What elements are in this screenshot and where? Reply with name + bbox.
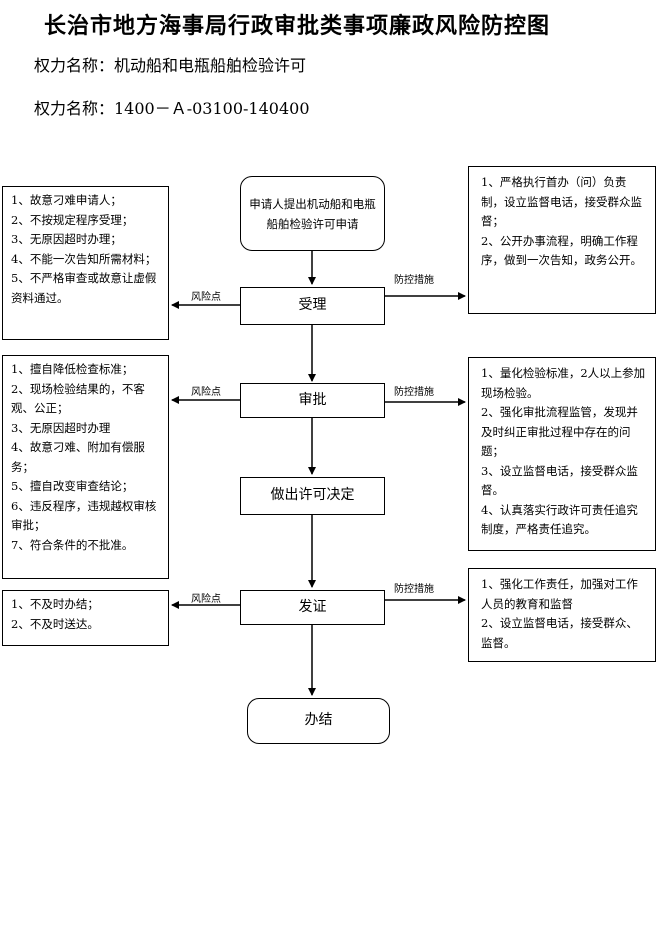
risk-label-issue: 风险点 [191,594,221,605]
flow-decision-node: 做出许可决定 [240,477,385,515]
risk-item: 5、擅自改变审查结论； [11,479,134,493]
control-item: 1、量化检验标准，2人以上参加现场检验。 [481,366,646,400]
control-item: 1、强化工作责任，加强对工作人员的教育和监督 [481,577,638,611]
risk-box-approve: 1、擅自降低检查标准； 2、现场检验结果的，不客观、公正； 3、无原因超时办理 … [2,355,169,579]
risk-item: 2、现场检验结果的，不客观、公正； [11,381,145,416]
risk-box-issue: 1、不及时办结； 2、不及时送达。 [2,590,169,646]
control-box-accept: 1、严格执行首办（问）负责制，设立监督电话，接受群众监督； 2、公开办事流程，明… [468,166,656,314]
risk-item: 1、故意刁难申请人； [11,193,122,207]
control-box-approve: 1、量化检验标准，2人以上参加现场检验。 2、强化审批流程监管，发现并及时纠正审… [468,357,656,551]
control-item: 2、设立监督电话，接受群众、监督。 [481,616,638,650]
risk-box-accept: 1、故意刁难申请人； 2、不按规定程序受理； 3、无原因超时办理； 4、不能一次… [2,186,169,340]
control-box-issue: 1、强化工作责任，加强对工作人员的教育和监督 2、设立监督电话，接受群众、监督。 [468,568,656,662]
control-item: 1、严格执行首办（问）负责制，设立监督电话，接受群众监督； [481,175,642,228]
risk-item: 7、符合条件的不批准。 [11,537,134,552]
control-label-issue: 防控措施 [394,584,434,595]
flow-issue-node: 发证 [240,590,385,625]
flow-accept-node: 受理 [240,287,385,325]
risk-item: 2、不按规定程序受理； [11,212,134,227]
control-label-accept: 防控措施 [394,275,434,286]
risk-item: 2、不及时送达。 [11,616,99,631]
risk-item: 3、无原因超时办理； [11,232,122,246]
risk-label-accept: 风险点 [191,292,221,303]
risk-item: 5、不严格审查或故意让虚假资料通过。 [11,271,157,305]
risk-item: 1、不及时办结； [11,597,99,611]
control-item: 2、公开办事流程，明确工作程序，做到一次告知，政务公开。 [481,233,642,268]
risk-item: 4、不能一次告知所需材料； [11,251,157,266]
control-item: 3、设立监督电话，接受群众监督。 [481,463,638,498]
control-item: 2、强化审批流程监管，发现并及时纠正审批过程中存在的问题； [481,405,638,458]
power-name: 权力名称：机动船和电瓶船舶检验许可 [34,56,307,75]
risk-item: 6、违反程序，违规越权审核审批； [11,498,157,533]
flow-approve-node: 审批 [240,383,385,418]
flow-end-node: 办结 [247,698,390,744]
risk-label-approve: 风险点 [191,387,221,398]
risk-item: 1、擅自降低检查标准； [11,362,134,376]
page-title: 长治市地方海事局行政审批类事项廉政风险防控图 [44,13,551,39]
control-item: 4、认真落实行政许可责任追究制度，严格责任追究。 [481,502,638,537]
flow-start-node: 申请人提出机动船和电瓶船舶检验许可申请 [240,176,385,251]
risk-item: 4、故意刁难、附加有偿服务； [11,440,145,474]
control-label-approve: 防控措施 [394,387,434,398]
power-code: 权力名称：1400－Ａ-03100-140400 [34,99,310,118]
risk-item: 3、无原因超时办理 [11,420,111,435]
